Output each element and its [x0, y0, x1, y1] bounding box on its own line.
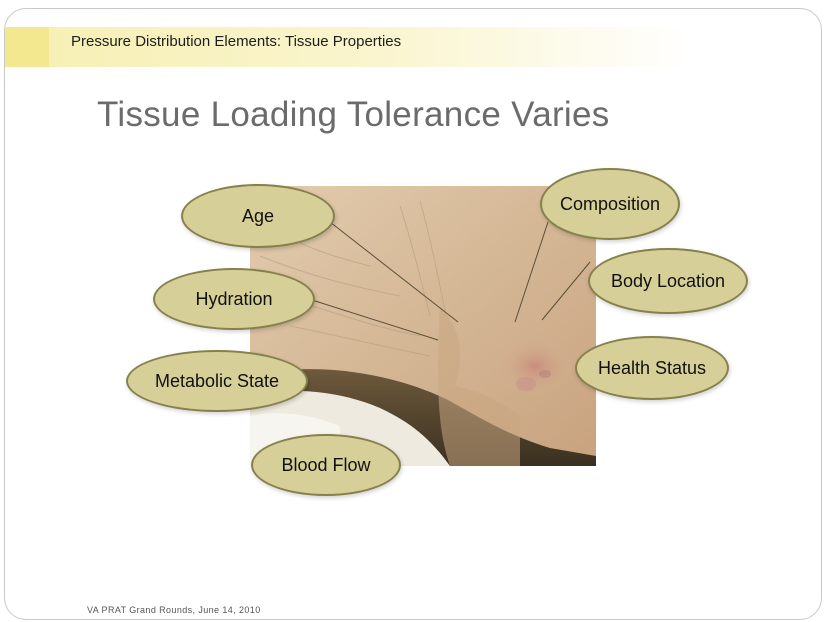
slide-footer: VA PRAT Grand Rounds, June 14, 2010 — [87, 605, 261, 615]
factor-metabolic-state: Metabolic State — [126, 350, 308, 412]
factor-label: Hydration — [195, 289, 272, 310]
factor-health-status: Health Status — [575, 336, 729, 400]
factor-label: Metabolic State — [155, 371, 279, 392]
header-accent — [5, 27, 49, 67]
factor-age: Age — [181, 184, 335, 248]
factor-label: Composition — [560, 194, 660, 215]
slide-title: Tissue Loading Tolerance Varies — [97, 95, 610, 135]
factor-label: Body Location — [611, 271, 725, 292]
factor-label: Age — [242, 206, 274, 227]
slide-header: Pressure Distribution Elements: Tissue P… — [71, 33, 401, 50]
factor-label: Blood Flow — [281, 455, 370, 476]
factor-body-location: Body Location — [588, 248, 748, 314]
factor-hydration: Hydration — [153, 268, 315, 330]
factor-blood-flow: Blood Flow — [251, 434, 401, 496]
factor-composition: Composition — [540, 168, 680, 240]
factor-label: Health Status — [598, 358, 706, 379]
